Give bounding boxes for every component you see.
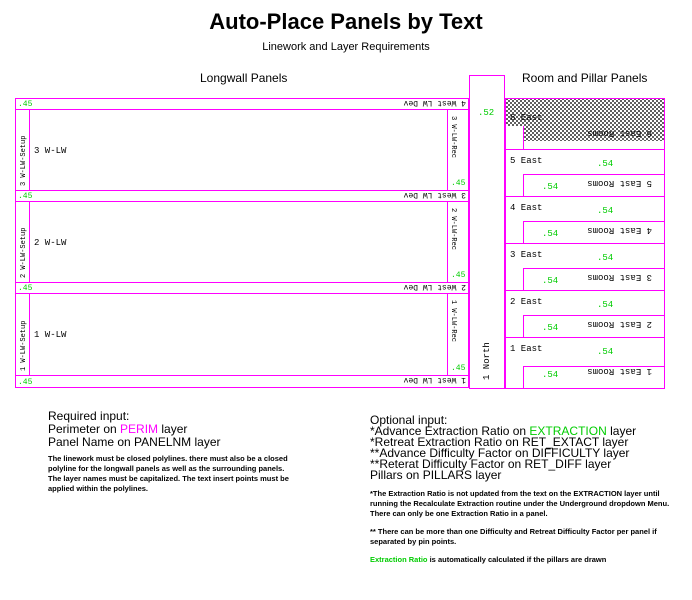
optional-input-block: Optional input: *Advance Extraction Rati… xyxy=(370,413,685,565)
perim-suffix: layer xyxy=(158,422,188,436)
panel-name: 3 W-LW xyxy=(34,146,67,156)
top-rooms-name: 6 East Rooms xyxy=(587,128,652,138)
pillar-panel-ratio: .54 xyxy=(597,253,613,263)
main-column-ratio: .52 xyxy=(478,108,494,118)
dev-name: 4 West LW Dev xyxy=(403,98,466,107)
page-subtitle: Linework and Layer Requirements xyxy=(262,41,430,53)
rec-name: 1 W-LW-Rec xyxy=(449,300,457,342)
pillar-panel-ratio: .54 xyxy=(597,206,613,216)
rooms-name: 3 East Rooms xyxy=(587,272,652,282)
rooms-ratio: .54 xyxy=(542,229,558,239)
pillar-panel-name: 4 East xyxy=(510,203,542,213)
longwall-texts: .45 .45 .45 .45 .45 .45 .45 4 West LW De… xyxy=(18,98,466,387)
rooms-name: 1 East Rooms xyxy=(587,366,652,376)
dev-name: 1 West LW Dev xyxy=(403,375,466,384)
optional-note-2: ** There can be more than one Difficulty… xyxy=(370,527,657,546)
pillar-rows: 5 East .54 .54 5 East Rooms 4 East .54 .54 4 Ea… xyxy=(510,156,652,380)
panel-diagram: .45 .45 .45 .45 .45 .45 .45 4 West LW De… xyxy=(15,75,665,389)
optional-note-1: *The Extraction Ratio is not updated fro… xyxy=(370,489,670,518)
main-column: .52 1 North xyxy=(469,75,505,389)
optional-line-1: *Advance Extraction Ratio on EXTRACTION … xyxy=(370,424,685,438)
pillars-heading: Room and Pillar Panels xyxy=(522,71,648,85)
pillar-panel-name: 3 East xyxy=(510,250,542,260)
extraction-ratio-word: Extraction Ratio xyxy=(370,555,428,564)
rec-name: 2 W-LW-Rec xyxy=(449,208,457,250)
longwall-section xyxy=(15,98,469,388)
rooms-ratio: .54 xyxy=(542,323,558,333)
required-perim-line: Perimeter on PERIM layer xyxy=(48,423,308,436)
pillar-panel-ratio: .54 xyxy=(597,159,613,169)
optional-line-3: **Advance Difficulty Factor on DIFFICULT… xyxy=(370,446,630,460)
optional-note-3: Extraction Ratio is automatically calcul… xyxy=(370,555,685,565)
optional-line-2: *Retreat Extraction Ratio on RET_EXTACT … xyxy=(370,435,629,449)
optional-line-5: Pillars on PILLARS layer xyxy=(370,468,502,482)
line1-suffix: layer xyxy=(606,424,637,438)
rec-name: 3 W-LW-Rec xyxy=(449,116,457,158)
top-panel-name: 6 East xyxy=(510,113,542,123)
page-title: Auto-Place Panels by Text xyxy=(209,9,483,34)
optional-heading: Optional input: xyxy=(370,413,448,427)
pillar-block xyxy=(523,126,665,141)
ratio-label: .45 xyxy=(18,192,33,201)
rooms-name: 2 East Rooms xyxy=(587,319,652,329)
required-heading: Required input: xyxy=(48,409,130,423)
pillar-panel-name: 2 East xyxy=(510,297,542,307)
setup-name: 2 W-LW-Setup xyxy=(20,228,28,278)
main-column-label: 1 North xyxy=(482,342,492,380)
ratio-label: .45 xyxy=(18,100,33,109)
ratio-label: .45 xyxy=(18,378,33,387)
required-input-block: Required input: Perimeter on PERIM layer… xyxy=(48,410,308,494)
pillar-block xyxy=(505,99,665,126)
pillar-panel-ratio: .54 xyxy=(597,300,613,310)
extraction-word: EXTRACTION xyxy=(529,424,607,438)
optional-line-4: **Reterat Difficulty Factor on RET_DIFF … xyxy=(370,457,612,471)
required-note: The linework must be closed polylines. t… xyxy=(48,454,289,493)
pillar-panel-name: 5 East xyxy=(510,156,542,166)
line1-prefix: *Advance Extraction Ratio on xyxy=(370,424,530,438)
pillar-section: 6 East 6 East Rooms xyxy=(505,98,665,389)
rooms-name: 4 East Rooms xyxy=(587,225,652,235)
panel-name: 1 W-LW xyxy=(34,330,67,340)
note3-suffix: is automatically calculated if the pilla… xyxy=(427,555,607,564)
dev-name: 3 West LW Dev xyxy=(403,190,466,199)
ratio-label: .45 xyxy=(451,364,466,373)
longwall-heading: Longwall Panels xyxy=(200,71,288,85)
required-panel-line: Panel Name on PANELNM layer xyxy=(48,435,221,449)
rooms-ratio: .54 xyxy=(542,370,558,380)
rooms-ratio: .54 xyxy=(542,182,558,192)
main-column-outline xyxy=(469,75,505,389)
panel-name: 2 W-LW xyxy=(34,238,67,248)
pillar-panel-ratio: .54 xyxy=(597,347,613,357)
longwall-outline xyxy=(15,98,469,388)
perim-prefix: Perimeter on xyxy=(48,422,121,436)
ratio-label: .45 xyxy=(451,271,466,280)
perim-word: PERIM xyxy=(120,422,159,436)
rooms-ratio: .54 xyxy=(542,276,558,286)
ratio-label: .45 xyxy=(451,179,466,188)
rooms-name: 5 East Rooms xyxy=(587,178,652,188)
ratio-label: .45 xyxy=(18,284,33,293)
pillar-panel-name: 1 East xyxy=(510,344,542,354)
setup-name: 1 W-LW-Setup xyxy=(20,321,28,371)
dev-name: 2 West LW Dev xyxy=(403,282,466,291)
setup-name: 3 W-LW-Setup xyxy=(20,136,28,186)
